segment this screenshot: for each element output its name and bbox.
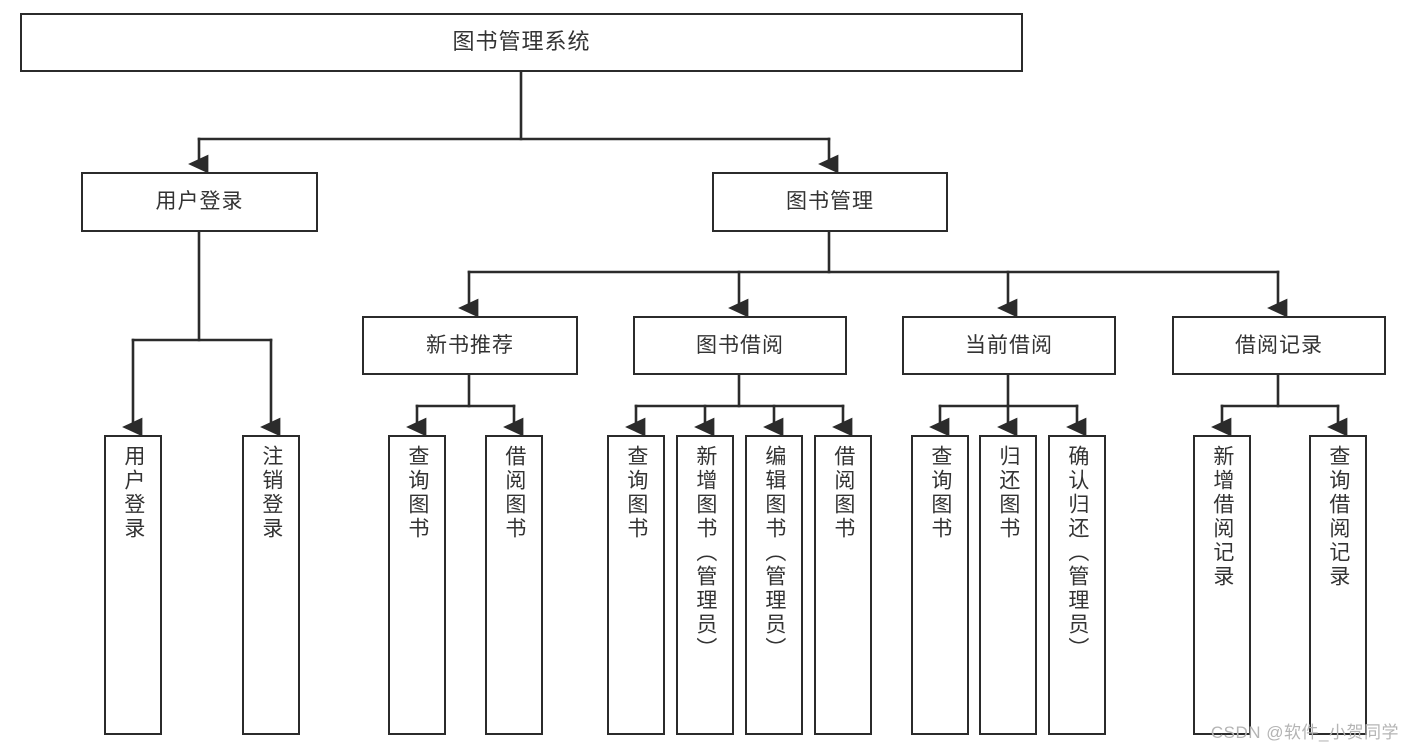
leaf-borrow-books-newbook[interactable]: 借阅图书 [485, 435, 543, 735]
node-label: 归还图书 [996, 445, 1020, 541]
node-current-borrowing[interactable]: 当前借阅 [902, 316, 1116, 375]
node-label: 图书借阅 [696, 333, 784, 357]
leaf-add-borrowing-record[interactable]: 新增借阅记录 [1193, 435, 1251, 735]
leaf-edit-book-admin[interactable]: 编辑图书（管理员） [745, 435, 803, 735]
leaf-return-books[interactable]: 归还图书 [979, 435, 1037, 735]
leaf-add-book-admin[interactable]: 新增图书（管理员） [676, 435, 734, 735]
leaf-query-books-borrowing[interactable]: 查询图书 [607, 435, 665, 735]
node-label: 借阅图书 [502, 445, 526, 541]
node-root-book-management-system[interactable]: 图书管理系统 [20, 13, 1023, 72]
leaf-query-books-current[interactable]: 查询图书 [911, 435, 969, 735]
watermark-text: CSDN @软件_小贺同学 [1210, 723, 1399, 742]
node-new-book-recommendation[interactable]: 新书推荐 [362, 316, 578, 375]
node-label: 借阅记录 [1235, 333, 1323, 357]
leaf-user-login[interactable]: 用户登录 [104, 435, 162, 735]
node-label: 新增借阅记录 [1210, 445, 1234, 589]
leaf-borrow-books-borrowing[interactable]: 借阅图书 [814, 435, 872, 735]
leaf-query-borrowing-record[interactable]: 查询借阅记录 [1309, 435, 1367, 735]
node-user-login[interactable]: 用户登录 [81, 172, 318, 232]
node-label: 图书管理 [786, 190, 874, 214]
node-label: 查询借阅记录 [1326, 445, 1350, 589]
node-label: 用户登录 [155, 190, 244, 214]
node-label: 借阅图书 [831, 445, 855, 541]
node-label: 查询图书 [624, 445, 648, 541]
leaf-logout[interactable]: 注销登录 [242, 435, 300, 735]
node-label: 查询图书 [928, 445, 952, 541]
node-label: 新增图书（管理员） [693, 445, 717, 661]
node-book-borrowing[interactable]: 图书借阅 [633, 316, 847, 375]
node-label: 当前借阅 [965, 333, 1053, 357]
node-label: 注销登录 [259, 445, 283, 541]
node-label: 新书推荐 [426, 333, 514, 357]
node-label: 确认归还（管理员） [1065, 445, 1089, 661]
node-label: 查询图书 [405, 445, 429, 541]
node-book-management[interactable]: 图书管理 [712, 172, 948, 232]
node-borrowing-records[interactable]: 借阅记录 [1172, 316, 1386, 375]
node-label: 用户登录 [121, 445, 145, 541]
node-label: 编辑图书（管理员） [762, 445, 786, 661]
leaf-query-books-newbook[interactable]: 查询图书 [388, 435, 446, 735]
leaf-confirm-return-admin[interactable]: 确认归还（管理员） [1048, 435, 1106, 735]
node-label: 图书管理系统 [452, 29, 591, 55]
